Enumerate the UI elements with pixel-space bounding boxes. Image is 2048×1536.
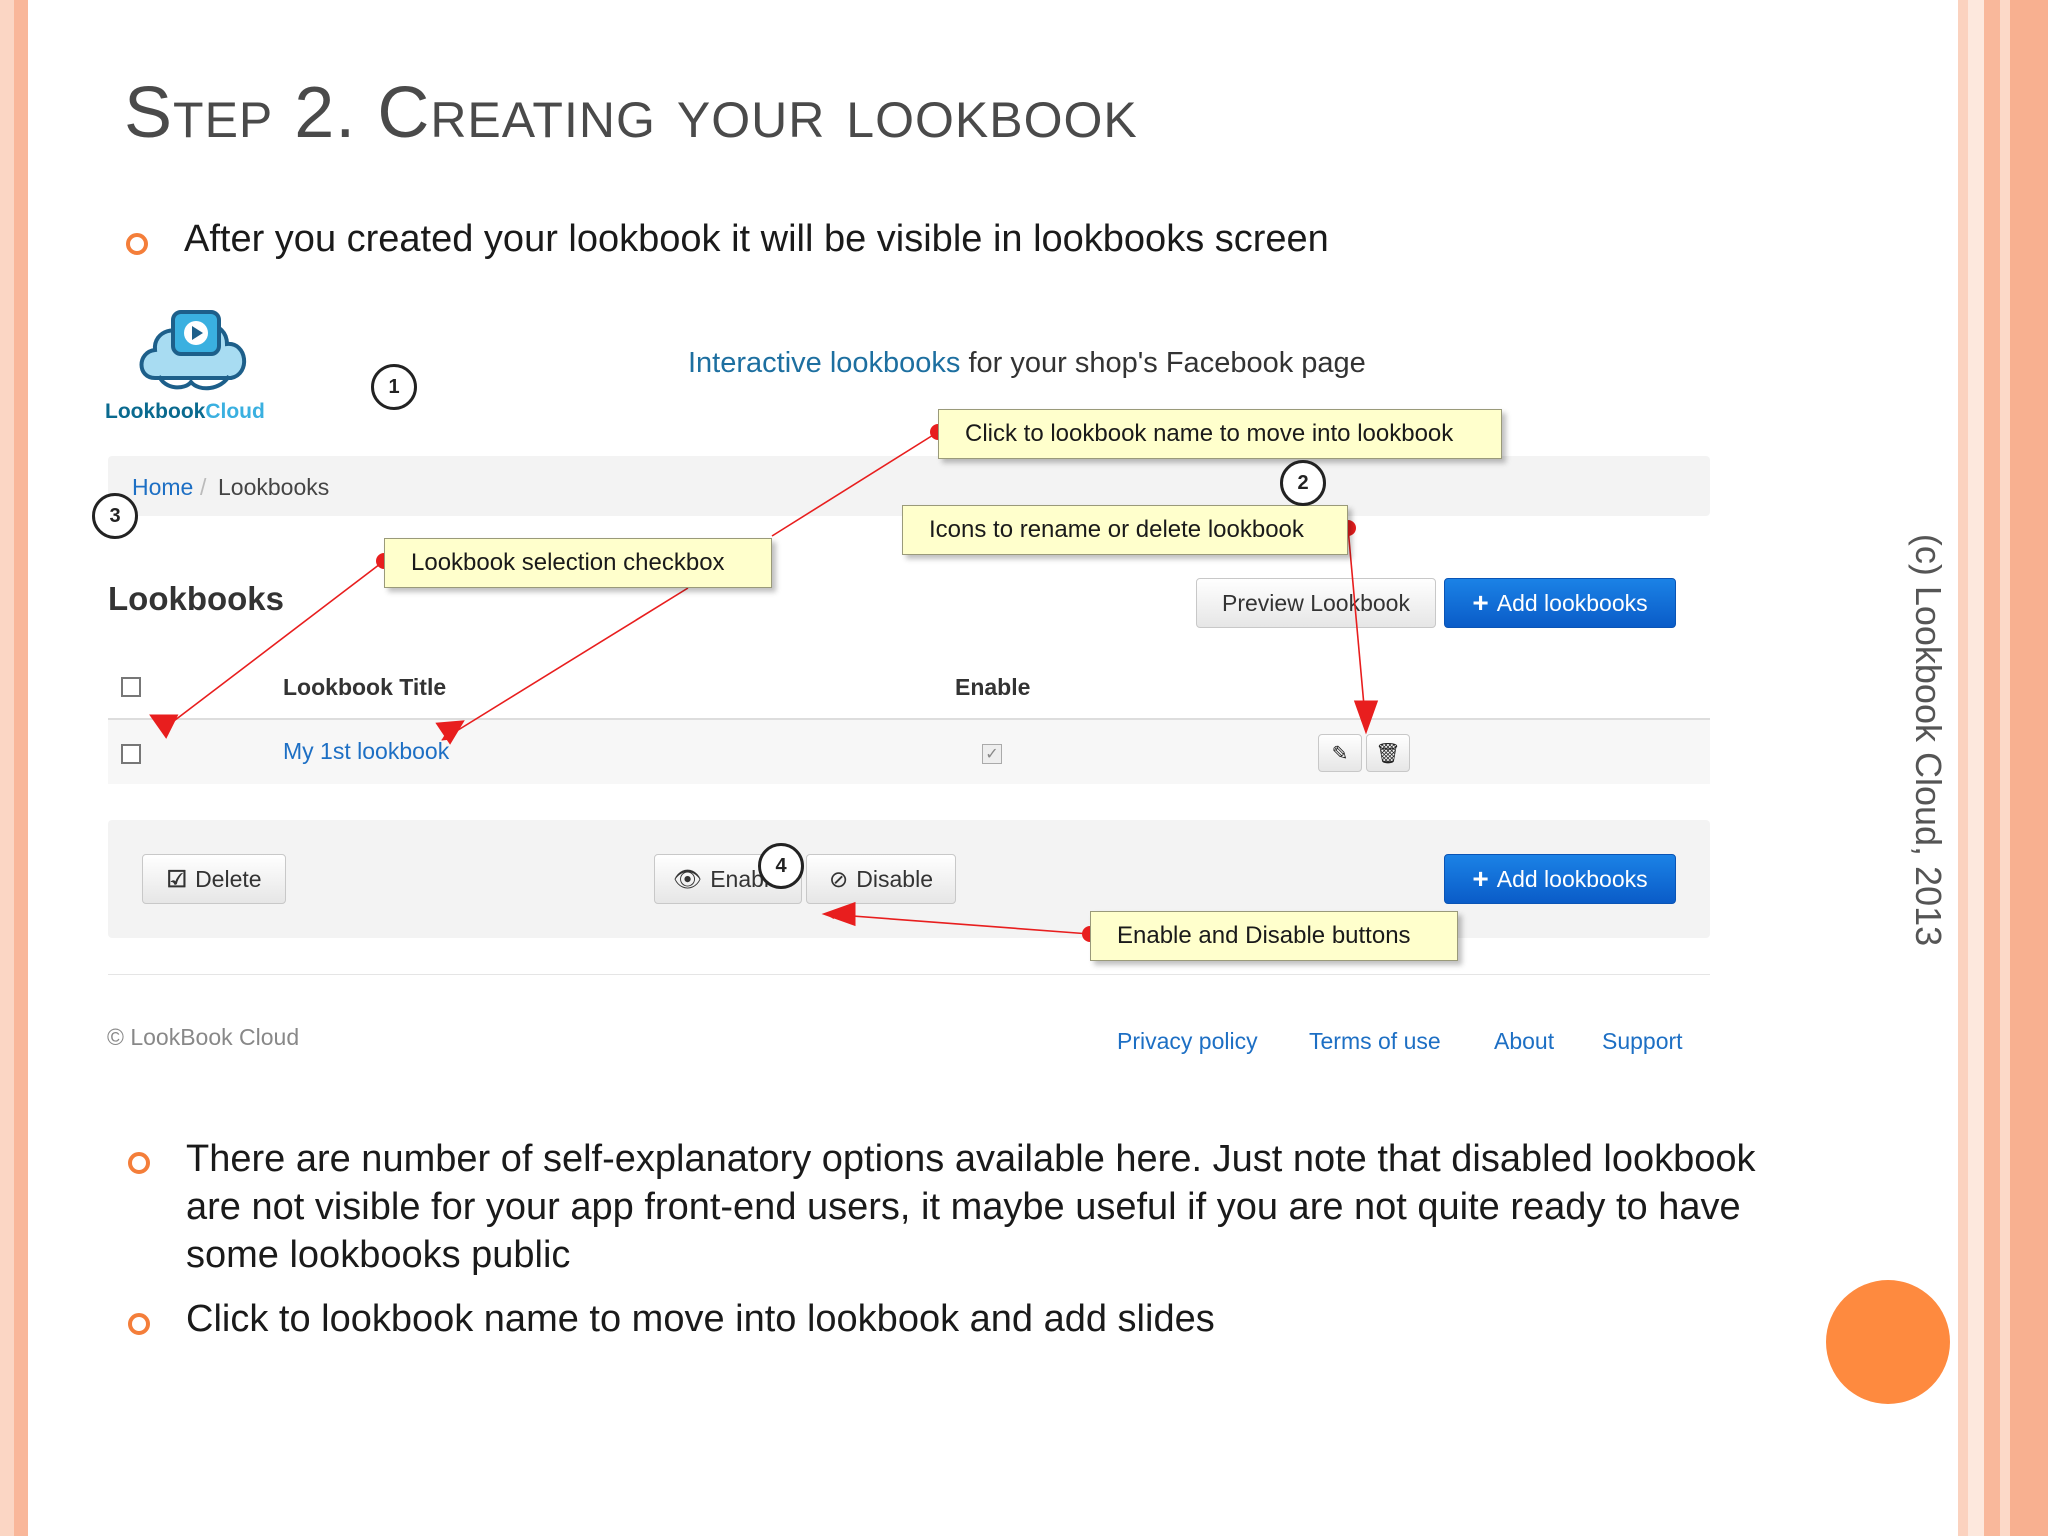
pencil-icon: ✎ (1331, 742, 1349, 765)
delete-label: Delete (195, 865, 262, 892)
arrow-line-title (441, 587, 689, 741)
arrow-line-rename-delete (1347, 527, 1370, 729)
table-header-divider (108, 718, 1710, 720)
bullet-icon (126, 233, 148, 255)
bullet-text-1: After you created your lookbook it will … (184, 218, 1329, 260)
select-all-checkbox[interactable] (121, 677, 141, 697)
footer-link-support[interactable]: Support (1602, 1028, 1683, 1054)
disable-button[interactable]: ⊘ Disable (806, 854, 956, 904)
slide-left-border (0, 0, 14, 1536)
arrow-line-selection (161, 560, 385, 731)
bullet-icon (128, 1313, 150, 1335)
preview-lookbook-button[interactable]: Preview Lookbook (1196, 578, 1436, 628)
slide-right-band (1984, 0, 2000, 1536)
step-marker-3: 3 (92, 493, 138, 539)
arrow-line-enable-disable (825, 910, 1091, 935)
bullet-text-2: There are number of self-explanatory opt… (186, 1138, 1756, 1276)
breadcrumb-separator: / (200, 474, 207, 500)
footer-link-privacy[interactable]: Privacy policy (1117, 1028, 1258, 1054)
eye-slash-icon: ⊘ (829, 865, 849, 892)
arrow-head (435, 720, 465, 745)
step-marker-4: 4 (758, 843, 804, 889)
add-lookbooks-label: Add lookbooks (1496, 865, 1648, 892)
breadcrumb-home-link[interactable]: Home (132, 474, 194, 500)
disable-label: Disable (856, 865, 933, 892)
add-lookbooks-label: Add lookbooks (1496, 589, 1648, 616)
slide-left-border-inner (14, 0, 28, 1536)
slide-right-band (1958, 0, 1968, 1536)
enable-checkbox-disabled: ✓ (982, 744, 1002, 764)
step-marker-1: 1 (371, 364, 417, 410)
footer-divider (108, 974, 1710, 975)
footer-link-about[interactable]: About (1494, 1028, 1555, 1054)
slide-right-band (2000, 0, 2010, 1536)
callout-click-name: Click to lookbook name to move into look… (938, 409, 1502, 459)
row-select-checkbox[interactable] (121, 744, 141, 764)
lookbookcloud-logo-icon (135, 304, 255, 405)
bullet-text-3: Click to lookbook name to move into look… (186, 1298, 1215, 1340)
column-header-enable: Enable (955, 674, 1031, 700)
lookbook-title-link[interactable]: My 1st lookbook (283, 738, 450, 764)
side-copyright: (c) Lookbook Cloud, 2013 (1908, 533, 1949, 947)
slide-right-band (2010, 0, 2048, 1536)
footer-copyright: © LookBook Cloud (107, 1024, 300, 1050)
callout-rename-delete: Icons to rename or delete lookbook (902, 505, 1348, 555)
trash-icon: 🗑 (1375, 742, 1401, 765)
breadcrumb-current: Lookbooks (218, 474, 330, 500)
plus-icon: + (1472, 587, 1489, 618)
arrow-line-click-name (771, 431, 939, 537)
delete-row-button[interactable]: 🗑 (1366, 734, 1410, 772)
bullet-icon (128, 1152, 150, 1174)
table-row (108, 720, 1710, 784)
preview-lookbook-label: Preview Lookbook (1222, 589, 1410, 616)
arrow-head (1353, 700, 1379, 735)
decorative-orange-circle (1826, 1280, 1950, 1404)
edit-box-icon: ☑ (166, 865, 188, 892)
add-lookbooks-button-top[interactable]: + Add lookbooks (1444, 578, 1676, 628)
rename-button[interactable]: ✎ (1318, 734, 1362, 772)
add-lookbooks-button-bottom[interactable]: + Add lookbooks (1444, 854, 1676, 904)
callout-selection-checkbox: Lookbook selection checkbox (384, 538, 772, 588)
footer-link-terms[interactable]: Terms of use (1309, 1028, 1441, 1054)
column-header-title: Lookbook Title (283, 674, 447, 700)
arrow-head (821, 901, 856, 927)
eye-icon: 👁 (673, 865, 703, 892)
callout-enable-disable: Enable and Disable buttons (1090, 911, 1458, 961)
delete-button[interactable]: ☑ Delete (142, 854, 286, 904)
slide-title: Step 2. Creating your lookbook (124, 73, 1138, 153)
slide-right-band (1968, 0, 1984, 1536)
app-tagline: Interactive lookbooks for your shop's Fa… (688, 347, 1366, 379)
arrow-head (149, 714, 179, 739)
step-marker-2: 2 (1280, 460, 1326, 506)
logo-wordmark: LookbookCloud (105, 400, 265, 423)
page-heading: Lookbooks (108, 580, 285, 617)
plus-icon: + (1472, 863, 1489, 894)
